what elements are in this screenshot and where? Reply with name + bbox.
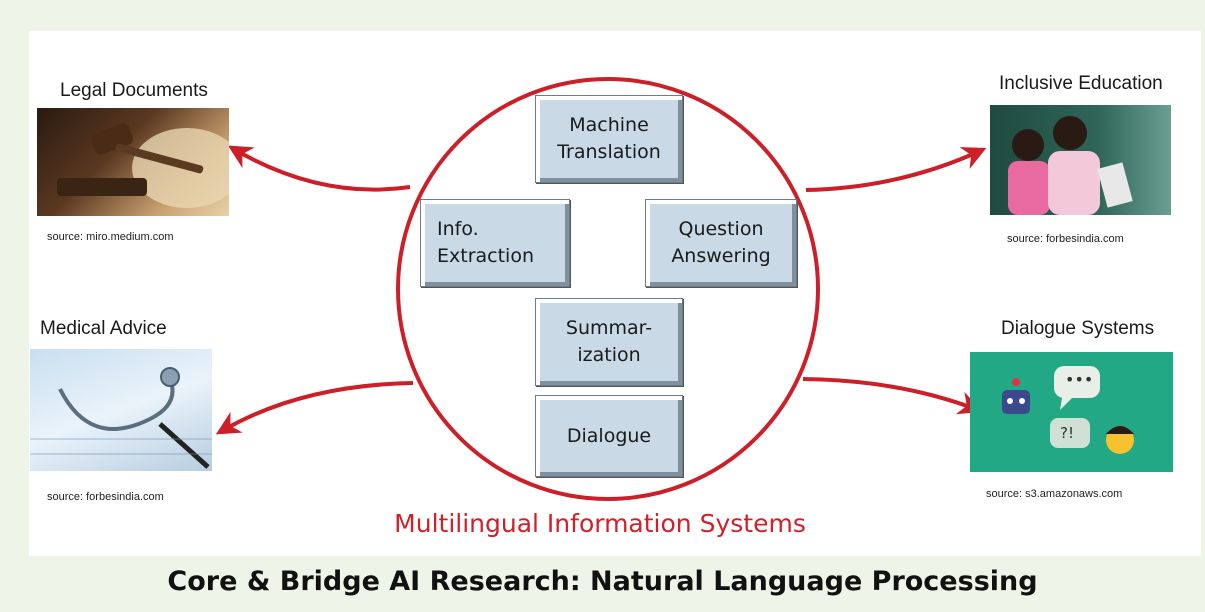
gavel-icon	[57, 123, 229, 208]
legal-documents-source: source: miro.medium.com	[47, 231, 174, 243]
arrow-to-medical	[215, 381, 414, 435]
arrow-to-education	[805, 147, 987, 192]
dialogue-bubble-dots: •••	[1065, 370, 1094, 389]
inclusive-education-title: Inclusive Education	[999, 73, 1163, 94]
medical-advice-source: source: forbesindia.com	[47, 491, 164, 503]
page-footer-title: Core & Bridge AI Research: Natural Langu…	[167, 566, 1038, 597]
legal-documents-title: Legal Documents	[60, 80, 208, 101]
classroom-icon	[1008, 116, 1133, 215]
machine-translation-box: Machine Translation	[535, 95, 683, 183]
dialogue-systems-source: source: s3.amazonaws.com	[986, 488, 1123, 500]
question-answering-box: Question Answering	[645, 199, 797, 287]
inclusive-education-source: source: forbesindia.com	[1007, 233, 1124, 245]
stethoscope-icon	[30, 367, 212, 469]
inclusive-education-image	[990, 105, 1171, 215]
medical-advice-title: Medical Advice	[40, 318, 167, 339]
dialogue-systems-image: ••• ?!	[970, 352, 1173, 472]
legal-documents-image	[37, 108, 229, 216]
dialogue-box: Dialogue	[535, 395, 683, 477]
summarization-box: Summar- ization	[535, 298, 683, 386]
chatbot-icon	[1002, 366, 1134, 454]
info-extraction-box: Info. Extraction	[420, 199, 570, 287]
central-circle	[396, 77, 820, 501]
medical-advice-image	[30, 349, 212, 471]
diagram-subtitle: Multilingual Information Systems	[394, 509, 806, 538]
dialogue-systems-title: Dialogue Systems	[1001, 318, 1155, 339]
arrow-to-dialogue-systems	[802, 377, 983, 415]
dialogue-bubble-question: ?!	[1060, 424, 1074, 442]
arrow-to-legal	[227, 145, 411, 192]
